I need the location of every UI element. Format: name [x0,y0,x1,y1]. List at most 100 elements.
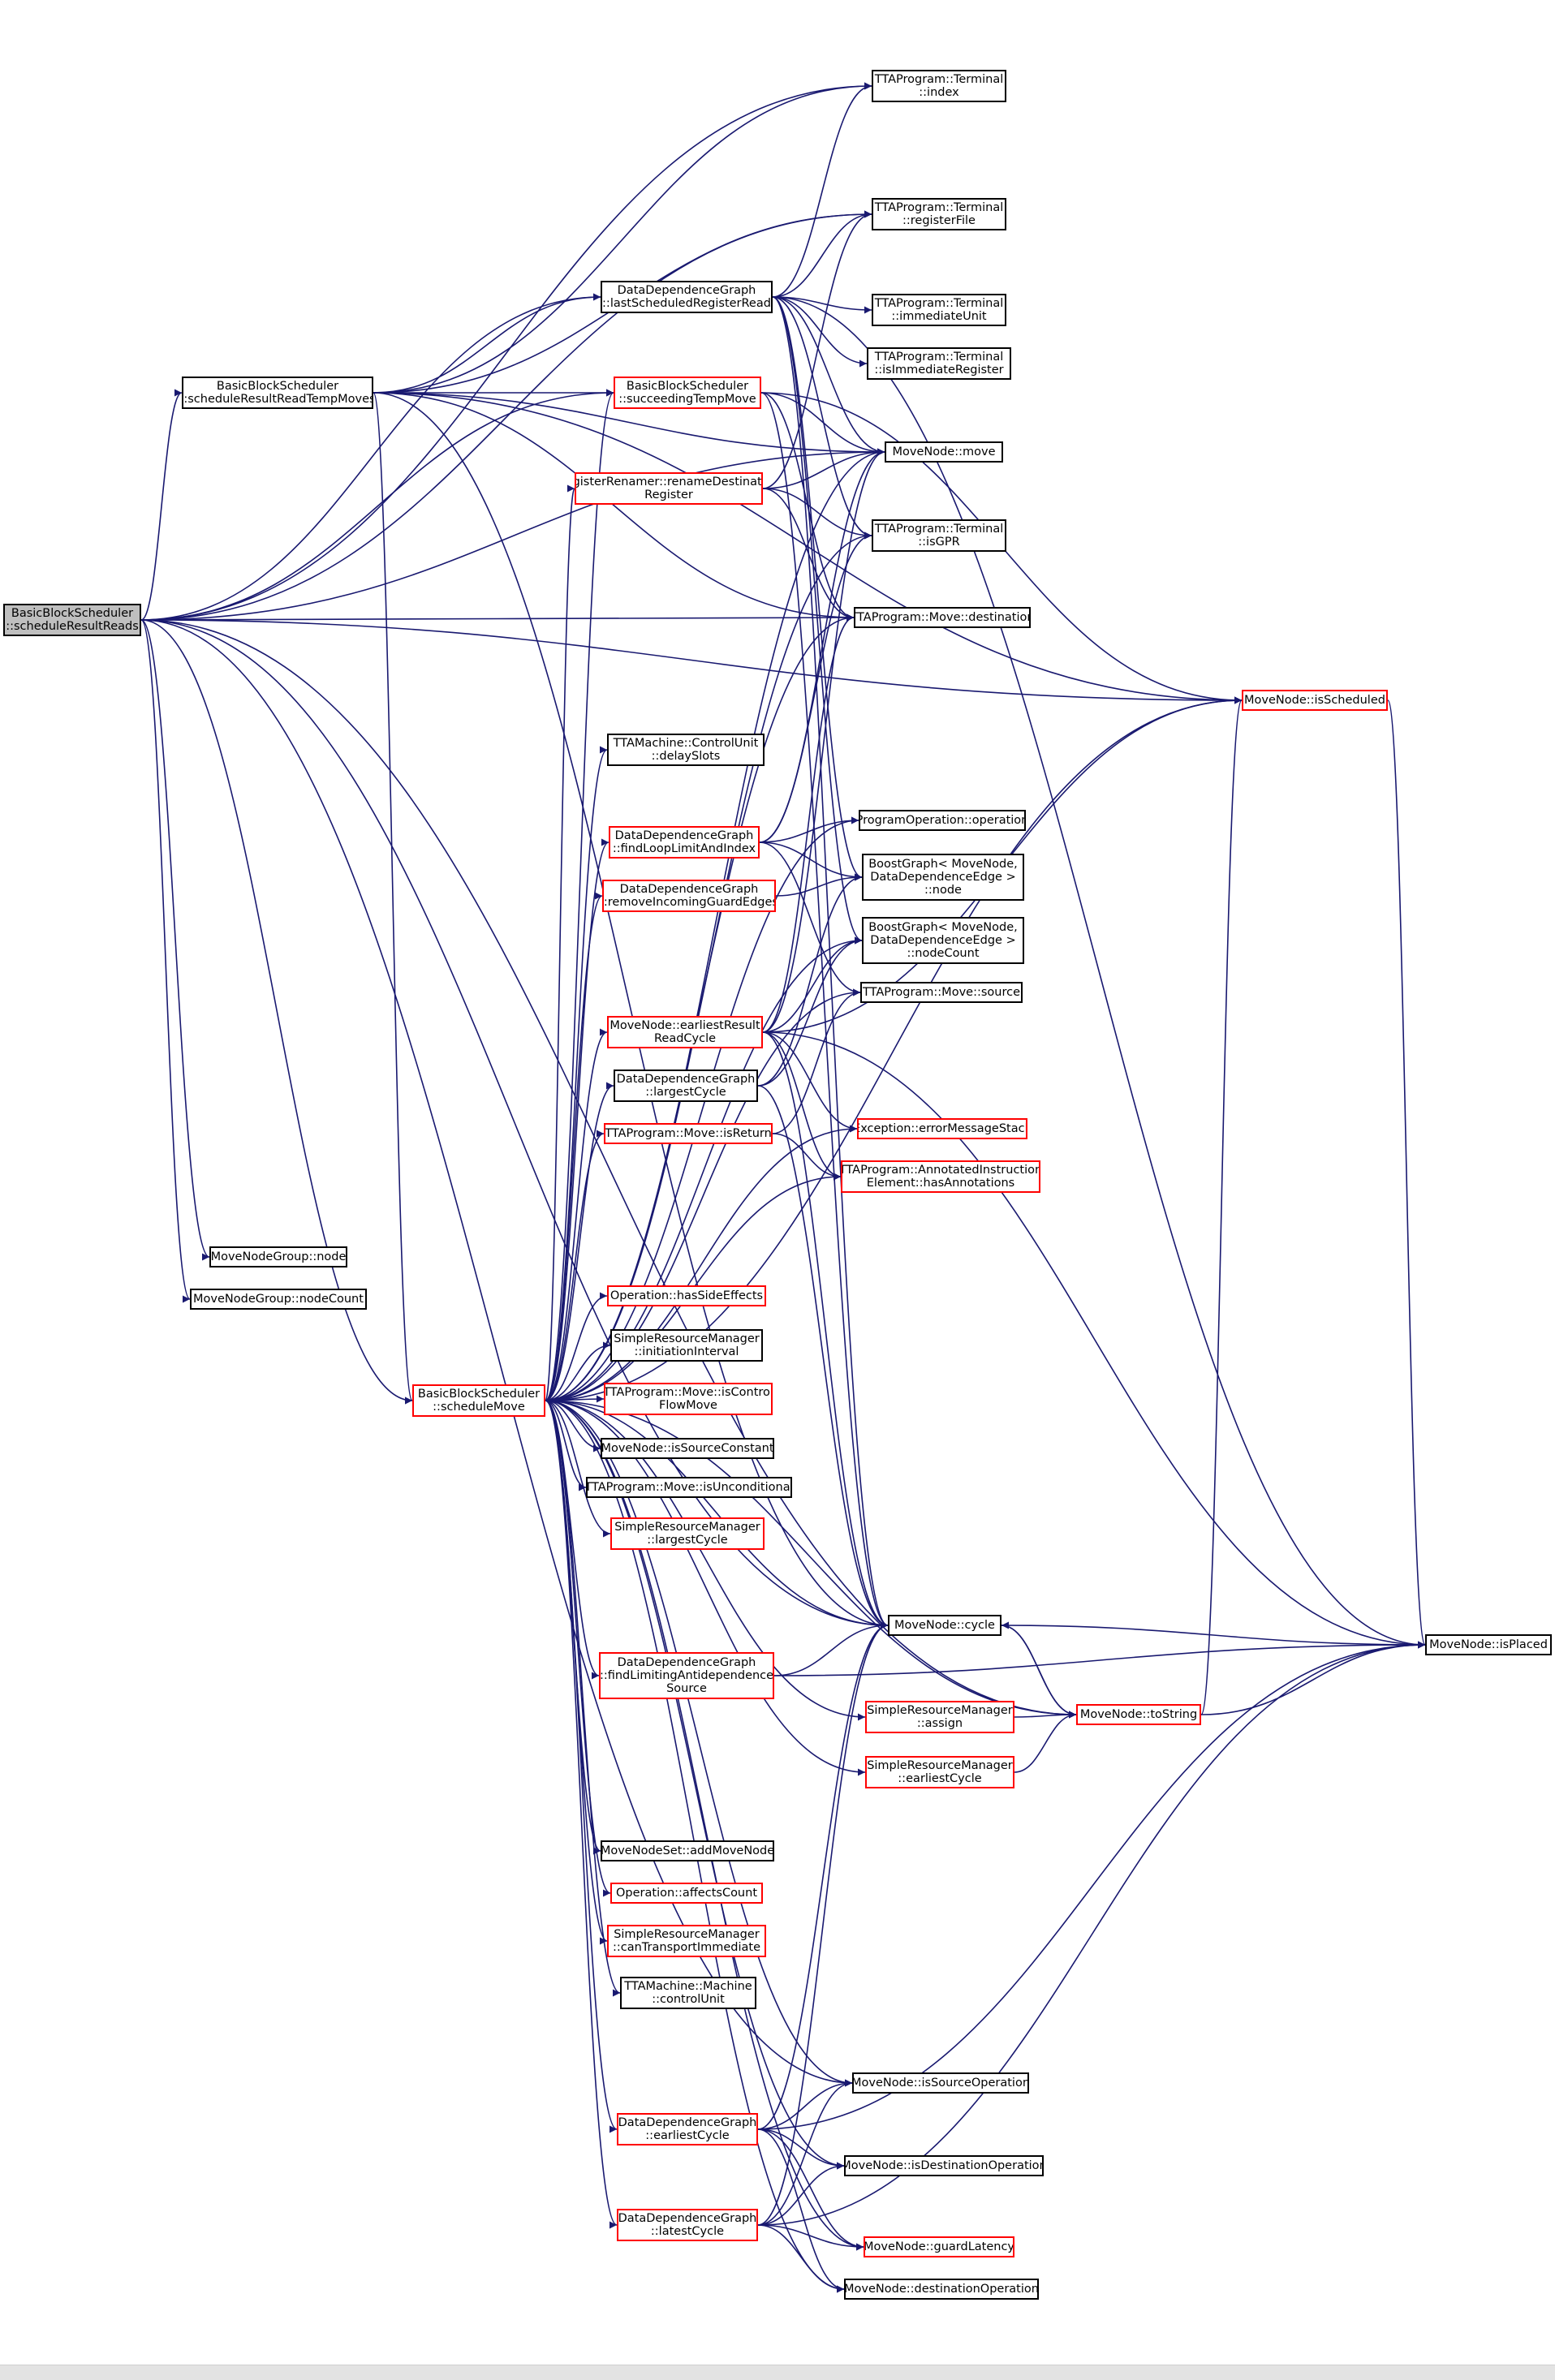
graph-node-srm-ii[interactable]: SimpleResourceManager::initiationInterva… [610,1329,763,1362]
call-edge-sm-to-fll [545,838,610,1401]
call-edge-sm-to-isc [545,1400,601,1453]
call-edge-srt-to-mn-move [373,392,885,456]
call-edge-root-to-t-index [140,82,872,621]
graph-node-mng-count[interactable]: MoveNodeGroup::nodeCount [190,1289,367,1310]
call-edge-sm-to-ddg-ltc [545,1400,618,2229]
graph-node-m-dest[interactable]: TTAProgram::Move::destination [854,607,1031,628]
node-label-line: ::scheduleResultReadTempMoves [182,393,373,406]
graph-node-ddg-ltc[interactable]: DataDependenceGraph::latestCycle [617,2209,758,2241]
graph-node-sm[interactable]: BasicBlockScheduler::scheduleMove [412,1384,545,1417]
graph-node-mn-tostr[interactable]: MoveNode::toString [1076,1704,1201,1725]
graph-node-t-rf[interactable]: TTAProgram::Terminal::registerFile [872,198,1006,230]
call-edge-sm-to-bg-count [545,936,863,1401]
call-edge-srt-to-m-dest [373,392,855,622]
call-edge-srm-ec-to-mn-tostr [1014,1711,1077,1773]
graph-node-isu[interactable]: TTAProgram::Move::isUnconditional [586,1477,792,1498]
graph-node-stm[interactable]: BasicBlockScheduler::succeedingTempMove [614,377,761,409]
node-label-line: TTAProgram::AnnotatedInstruction [841,1164,1040,1177]
graph-node-mn-isplaced[interactable]: MoveNode::isPlaced [1425,1634,1552,1655]
graph-node-hse[interactable]: Operation::hasSideEffects [607,1285,766,1306]
node-label-line: TTAMachine::ControlUnit [613,737,759,750]
node-label-line: BasicBlockScheduler [216,380,339,393]
graph-node-isret[interactable]: TTAProgram::Move::isReturn [604,1123,773,1144]
call-edge-lsrr-to-bg-count [772,296,863,945]
call-edge-rr-to-t-gpr [762,488,872,540]
graph-node-mn-do[interactable]: MoveNode::destinationOperation [844,2279,1039,2300]
graph-node-bg-count[interactable]: BoostGraph< MoveNode,DataDependenceEdge … [862,917,1024,964]
graph-node-cu[interactable]: TTAMachine::Machine::controlUnit [620,1977,756,2009]
graph-node-delay[interactable]: TTAMachine::ControlUnit::delaySlots [607,734,765,766]
call-edge-sm-to-srm-lc [545,1400,611,1538]
call-edge-sm-to-isu [545,1400,587,1491]
node-label-line: TTAProgram::Move::isControl [604,1386,773,1399]
call-edge-sm-to-erc [545,1028,608,1401]
graph-node-flas[interactable]: DataDependenceGraph::findLimitingAntidep… [599,1652,774,1699]
call-edge-sm-to-mn-isdo [545,1400,845,2170]
graph-node-m-src[interactable]: TTAProgram::Move::source [860,982,1023,1003]
graph-node-srm-lc[interactable]: SimpleResourceManager::largestCycle [610,1517,765,1550]
call-edge-ddg-ltc-to-mn-cycle [757,1621,889,2226]
graph-node-t-iu[interactable]: TTAProgram::Terminal::immediateUnit [872,294,1006,326]
graph-node-po-op[interactable]: ProgramOperation::operation [859,810,1026,831]
graph-node-t-gpr[interactable]: TTAProgram::Terminal::isGPR [872,519,1006,552]
graph-node-t-iir[interactable]: TTAProgram::Terminal::isImmediateRegiste… [867,347,1011,380]
graph-node-ddg-ec[interactable]: DataDependenceGraph::earliestCycle [617,2113,758,2145]
call-edge-ddg-ec-to-mn-cycle [757,1621,889,2130]
call-edge-flas-to-mn-cycle [773,1621,889,1676]
graph-node-rr[interactable]: RegisterRenamer::renameDestinationRegist… [575,472,763,505]
graph-node-ac[interactable]: Operation::affectsCount [610,1883,763,1904]
graph-node-srm-ec[interactable]: SimpleResourceManager::earliestCycle [865,1756,1014,1788]
graph-node-mng-node[interactable]: MoveNodeGroup::node [209,1246,347,1267]
node-label-line: TTAProgram::Move::source [862,986,1020,999]
graph-node-exc[interactable]: Exception::errorMessageStack [857,1118,1027,1139]
graph-node-cti[interactable]: SimpleResourceManager::canTransportImmed… [607,1925,766,1957]
call-edge-isret-to-aie [772,1133,842,1181]
node-label-line: ::latestCycle [650,2225,725,2238]
graph-node-srt[interactable]: BasicBlockScheduler::scheduleResultReadT… [182,377,373,409]
graph-node-mn-isdo[interactable]: MoveNode::isDestinationOperation [844,2155,1044,2176]
call-edge-sm-to-m-dest [545,613,855,1401]
graph-node-srm-assign[interactable]: SimpleResourceManager::assign [865,1701,1014,1733]
call-edge-ddg-ec-to-mn-isdo [757,2128,845,2170]
node-label-line: SimpleResourceManager [614,1521,760,1534]
graph-node-mn-move[interactable]: MoveNode::move [885,441,1003,463]
node-label-line: BasicBlockScheduler [11,607,134,620]
graph-node-fll[interactable]: DataDependenceGraph::findLoopLimitAndInd… [609,826,760,859]
call-edge-sm-to-m-src [545,988,861,1401]
node-label-line: TTAMachine::Machine [624,1980,752,1993]
node-label-line: ::isGPR [918,536,960,549]
call-edge-lsrr-to-t-gpr [772,296,872,540]
node-label-line: ::lastScheduledRegisterRead [602,297,771,310]
call-edge-rig-to-bg-node [775,873,863,897]
call-edge-root-to-m-dest [140,613,855,622]
node-label-line: ::earliestCycle [645,2129,730,2142]
node-label-line: DataDependenceGraph [618,2116,757,2129]
graph-node-t-index[interactable]: TTAProgram::Terminal::index [872,70,1006,102]
graph-node-lsrr[interactable]: DataDependenceGraph::lastScheduledRegist… [601,281,773,313]
node-label-line: ProgramOperation::operation [859,814,1026,827]
call-edge-root-to-mn-move [140,448,885,621]
graph-node-mn-cycle[interactable]: MoveNode::cycle [888,1615,1001,1636]
graph-node-bg-node[interactable]: BoostGraph< MoveNode,DataDependenceEdge … [862,854,1024,901]
call-edge-lsrr-to-mn-move [772,296,885,456]
graph-node-rig[interactable]: DataDependenceGraph::removeIncomingGuard… [602,880,776,912]
node-label-line: ::initiationInterval [634,1345,739,1358]
node-label-line: TTAProgram::Terminal [874,351,1004,364]
graph-node-mn-gl[interactable]: MoveNode::guardLatency [864,2236,1014,2257]
graph-node-mn-isso[interactable]: MoveNode::isSourceOperation [852,2072,1029,2094]
call-edge-lsrr-to-mn-isplaced [772,296,1426,1649]
graph-node-mn-issch[interactable]: MoveNode::isScheduled [1242,690,1388,711]
node-label-line: ::largestCycle [647,1534,728,1547]
call-edge-sm-to-rig [545,892,603,1401]
call-edge-lsrr-to-mn-cycle [772,296,889,1629]
graph-node-amn[interactable]: MoveNodeSet::addMoveNode [601,1840,774,1861]
node-label-line: BasicBlockScheduler [626,380,749,393]
graph-node-ddg-lc[interactable]: DataDependenceGraph::largestCycle [614,1069,758,1102]
call-edge-root-to-mng-node [140,619,210,1261]
graph-node-isc[interactable]: MoveNode::isSourceConstant [601,1438,774,1459]
call-edge-ddg-ec-to-mn-gl [757,2128,864,2251]
call-edge-sm-to-hse [545,1292,608,1401]
